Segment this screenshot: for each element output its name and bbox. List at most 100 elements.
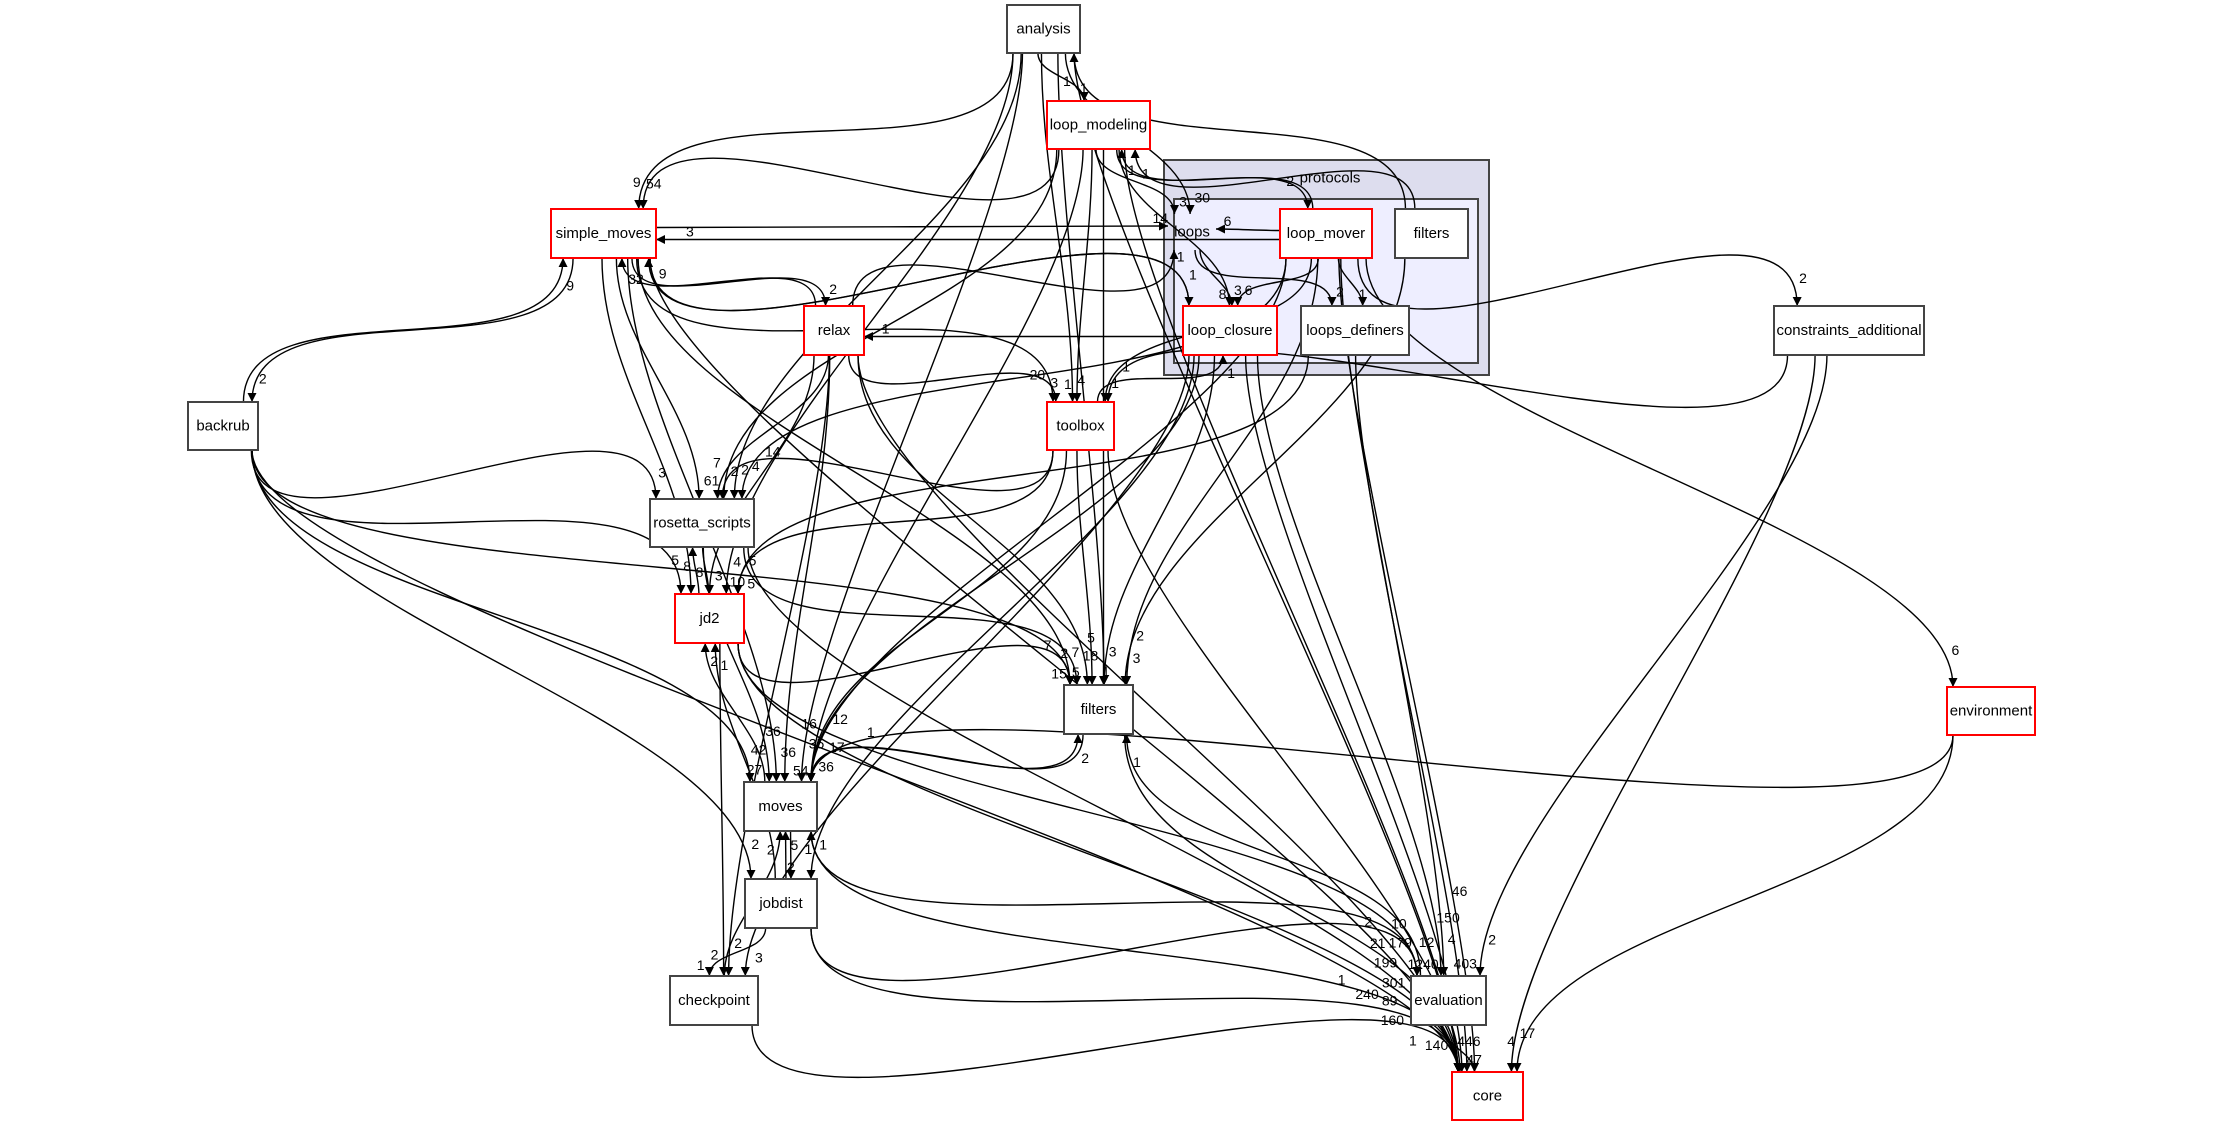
node-analysis[interactable]: analysis <box>1006 4 1081 54</box>
edge-filters_p-to-analysis[interactable] <box>1069 52 1407 210</box>
edge-analysis-to-simple_moves[interactable] <box>634 52 1014 210</box>
edge-loops-to-loop_closure[interactable] <box>1199 249 1237 307</box>
edge-jd2-to-filters[interactable] <box>737 642 1075 686</box>
edge-label: 10 <box>730 574 746 590</box>
edge-toolbox-to-rosetta_scripts[interactable] <box>717 449 1054 500</box>
edge-label: 301 <box>1382 974 1406 990</box>
edge-label: 150 <box>1436 909 1460 925</box>
node-label: toolbox <box>1056 418 1105 435</box>
edge-loop_mover-to-loop_closure[interactable] <box>1233 257 1320 307</box>
edge-backrub-to-core[interactable] <box>251 449 1463 1073</box>
node-rosetta-scripts[interactable]: rosetta_scripts <box>649 498 755 548</box>
edge-label: 42 <box>751 741 767 757</box>
node-toolbox[interactable]: toolbox <box>1046 401 1115 451</box>
edge-relax-to-filters[interactable] <box>857 354 1092 686</box>
edge-label: 15 <box>1051 666 1067 682</box>
edge-loop_modeling-to-loops[interactable] <box>1095 148 1180 215</box>
node-checkpoint[interactable]: checkpoint <box>669 975 759 1026</box>
edge-relax-to-loops[interactable] <box>851 249 1179 307</box>
edge-simple_moves-to-core[interactable] <box>649 257 1463 1073</box>
edge-toolbox-to-moves[interactable] <box>806 449 1068 783</box>
node-jobdist[interactable]: jobdist <box>744 878 818 929</box>
edge-loop_modeling-to-simple_moves[interactable] <box>638 148 1060 210</box>
node-label: rosetta_scripts <box>653 515 751 532</box>
node-box <box>1410 975 1487 1026</box>
edge-environment-to-moves[interactable] <box>806 729 1954 788</box>
edge-relax-to-jd2[interactable] <box>704 354 815 595</box>
edge-toolbox-to-jd2[interactable] <box>733 449 1054 595</box>
edge-loop_mover-to-loop_modeling[interactable] <box>1117 148 1314 210</box>
edge-loop_closure-to-filters[interactable] <box>1099 354 1216 686</box>
node-loop-mover[interactable]: loop_mover <box>1279 208 1373 259</box>
node-loops-definers[interactable]: loops_definers <box>1300 305 1410 356</box>
node-simple-moves[interactable]: simple_moves <box>550 208 657 259</box>
edge-filters_p-to-loop_modeling[interactable] <box>1130 148 1416 210</box>
edge-label: 2 <box>731 463 739 479</box>
edge-constraints_additional-to-core[interactable] <box>1506 354 1816 1073</box>
edge-loop_mover-to-loops[interactable] <box>1215 224 1281 234</box>
node-loop-closure[interactable]: loop_closure <box>1182 305 1278 356</box>
node-constraints-additional[interactable]: constraints_additional <box>1773 305 1925 356</box>
edge-backrub-to-filters[interactable] <box>251 449 1075 686</box>
edge-filters-to-core[interactable] <box>1123 733 1463 1073</box>
edge-loop_mover-to-constraints_additional[interactable] <box>1357 254 1802 310</box>
edge-rosetta_scripts-to-moves[interactable] <box>702 546 774 783</box>
edge-evaluation-to-filters[interactable] <box>1122 733 1422 977</box>
edge-jd2-to-rosetta_scripts[interactable] <box>688 546 700 595</box>
edge-toolbox-to-filters[interactable] <box>1076 449 1097 686</box>
edge-backrub-to-moves[interactable] <box>251 449 755 783</box>
edge-loops-to-loops_definers[interactable] <box>1194 249 1337 307</box>
node-core[interactable]: core <box>1451 1071 1524 1121</box>
edge-moves-to-filters[interactable] <box>810 733 1083 783</box>
edge-backrub-to-simple_moves[interactable] <box>242 257 568 403</box>
edge-label: 9 <box>633 174 641 190</box>
edge-loop_modeling-to-rosetta_scripts[interactable] <box>719 148 1058 500</box>
edge-loops_definers-to-jd2[interactable] <box>733 354 1310 595</box>
edge-relax-to-moves[interactable] <box>780 354 831 783</box>
edge-label: 4 <box>1507 1033 1515 1049</box>
node-moves[interactable]: moves <box>743 781 818 832</box>
edge-simple_moves-to-rosetta_scripts[interactable] <box>615 257 704 500</box>
edge-relax-to-toolbox[interactable] <box>848 354 1061 403</box>
node-filters-p[interactable]: filters <box>1394 208 1469 259</box>
edge-loop_closure-to-simple_moves[interactable] <box>644 252 1190 312</box>
edge-toolbox-to-loop_closure[interactable] <box>1096 354 1228 403</box>
node-jd2[interactable]: jd2 <box>674 593 745 644</box>
edge-analysis-to-rosetta_scripts[interactable] <box>729 52 1022 500</box>
edge-loop_closure-to-jobdist[interactable] <box>806 354 1195 880</box>
edge-analysis-to-moves[interactable] <box>797 52 1024 783</box>
edge-moves-to-core[interactable] <box>810 830 1463 1073</box>
edge-simple_moves-to-relax[interactable] <box>631 257 831 307</box>
edge-constraints_additional-to-toolbox[interactable] <box>1103 348 1789 409</box>
edge-simple_moves-to-filters[interactable] <box>637 257 1075 686</box>
node-relax[interactable]: relax <box>803 305 865 356</box>
edge-relax-to-checkpoint[interactable] <box>724 354 831 977</box>
node-evaluation[interactable]: evaluation <box>1410 975 1487 1026</box>
edge-relax-to-simple_moves[interactable] <box>617 257 817 307</box>
edge-relax-to-rosetta_scripts[interactable] <box>713 354 830 500</box>
edge-jobdist-to-jd2[interactable] <box>710 642 776 880</box>
edge-analysis-to-toolbox[interactable] <box>1040 52 1078 403</box>
node-backrub[interactable]: backrub <box>187 401 259 451</box>
edge-loop_closure-to-evaluation[interactable] <box>1256 354 1446 977</box>
node-environment[interactable]: environment <box>1946 686 2036 736</box>
edge-jobdist-to-evaluation[interactable] <box>810 922 1422 982</box>
edge-constraints_additional-to-evaluation[interactable] <box>1475 354 1828 977</box>
edge-loop_modeling-to-loop_closure[interactable] <box>1118 148 1234 307</box>
edge-moves-to-jd2[interactable] <box>700 642 766 783</box>
edge-label: 1 <box>1111 375 1119 391</box>
edge-backrub-to-rosetta_scripts[interactable] <box>250 449 661 500</box>
node-filters[interactable]: filters <box>1063 684 1134 735</box>
edge-jobdist-to-checkpoint[interactable] <box>704 927 767 977</box>
edge-simple_moves-to-loops[interactable] <box>655 221 1169 231</box>
node-loop-modeling[interactable]: loop_modeling <box>1046 100 1151 150</box>
edge-checkpoint-to-core[interactable] <box>751 1018 1463 1079</box>
edge-evaluation-to-moves[interactable] <box>806 830 1418 977</box>
edge-analysis-to-loop_modeling[interactable] <box>1037 52 1089 102</box>
edge-jd2-to-evaluation[interactable] <box>737 642 1422 977</box>
edge-environment-to-core[interactable] <box>1512 734 1954 1073</box>
edge-backrub-to-jobdist[interactable] <box>251 449 756 880</box>
edge-label: 54 <box>793 762 809 778</box>
edge-evaluation-to-core[interactable] <box>1440 1024 1479 1073</box>
